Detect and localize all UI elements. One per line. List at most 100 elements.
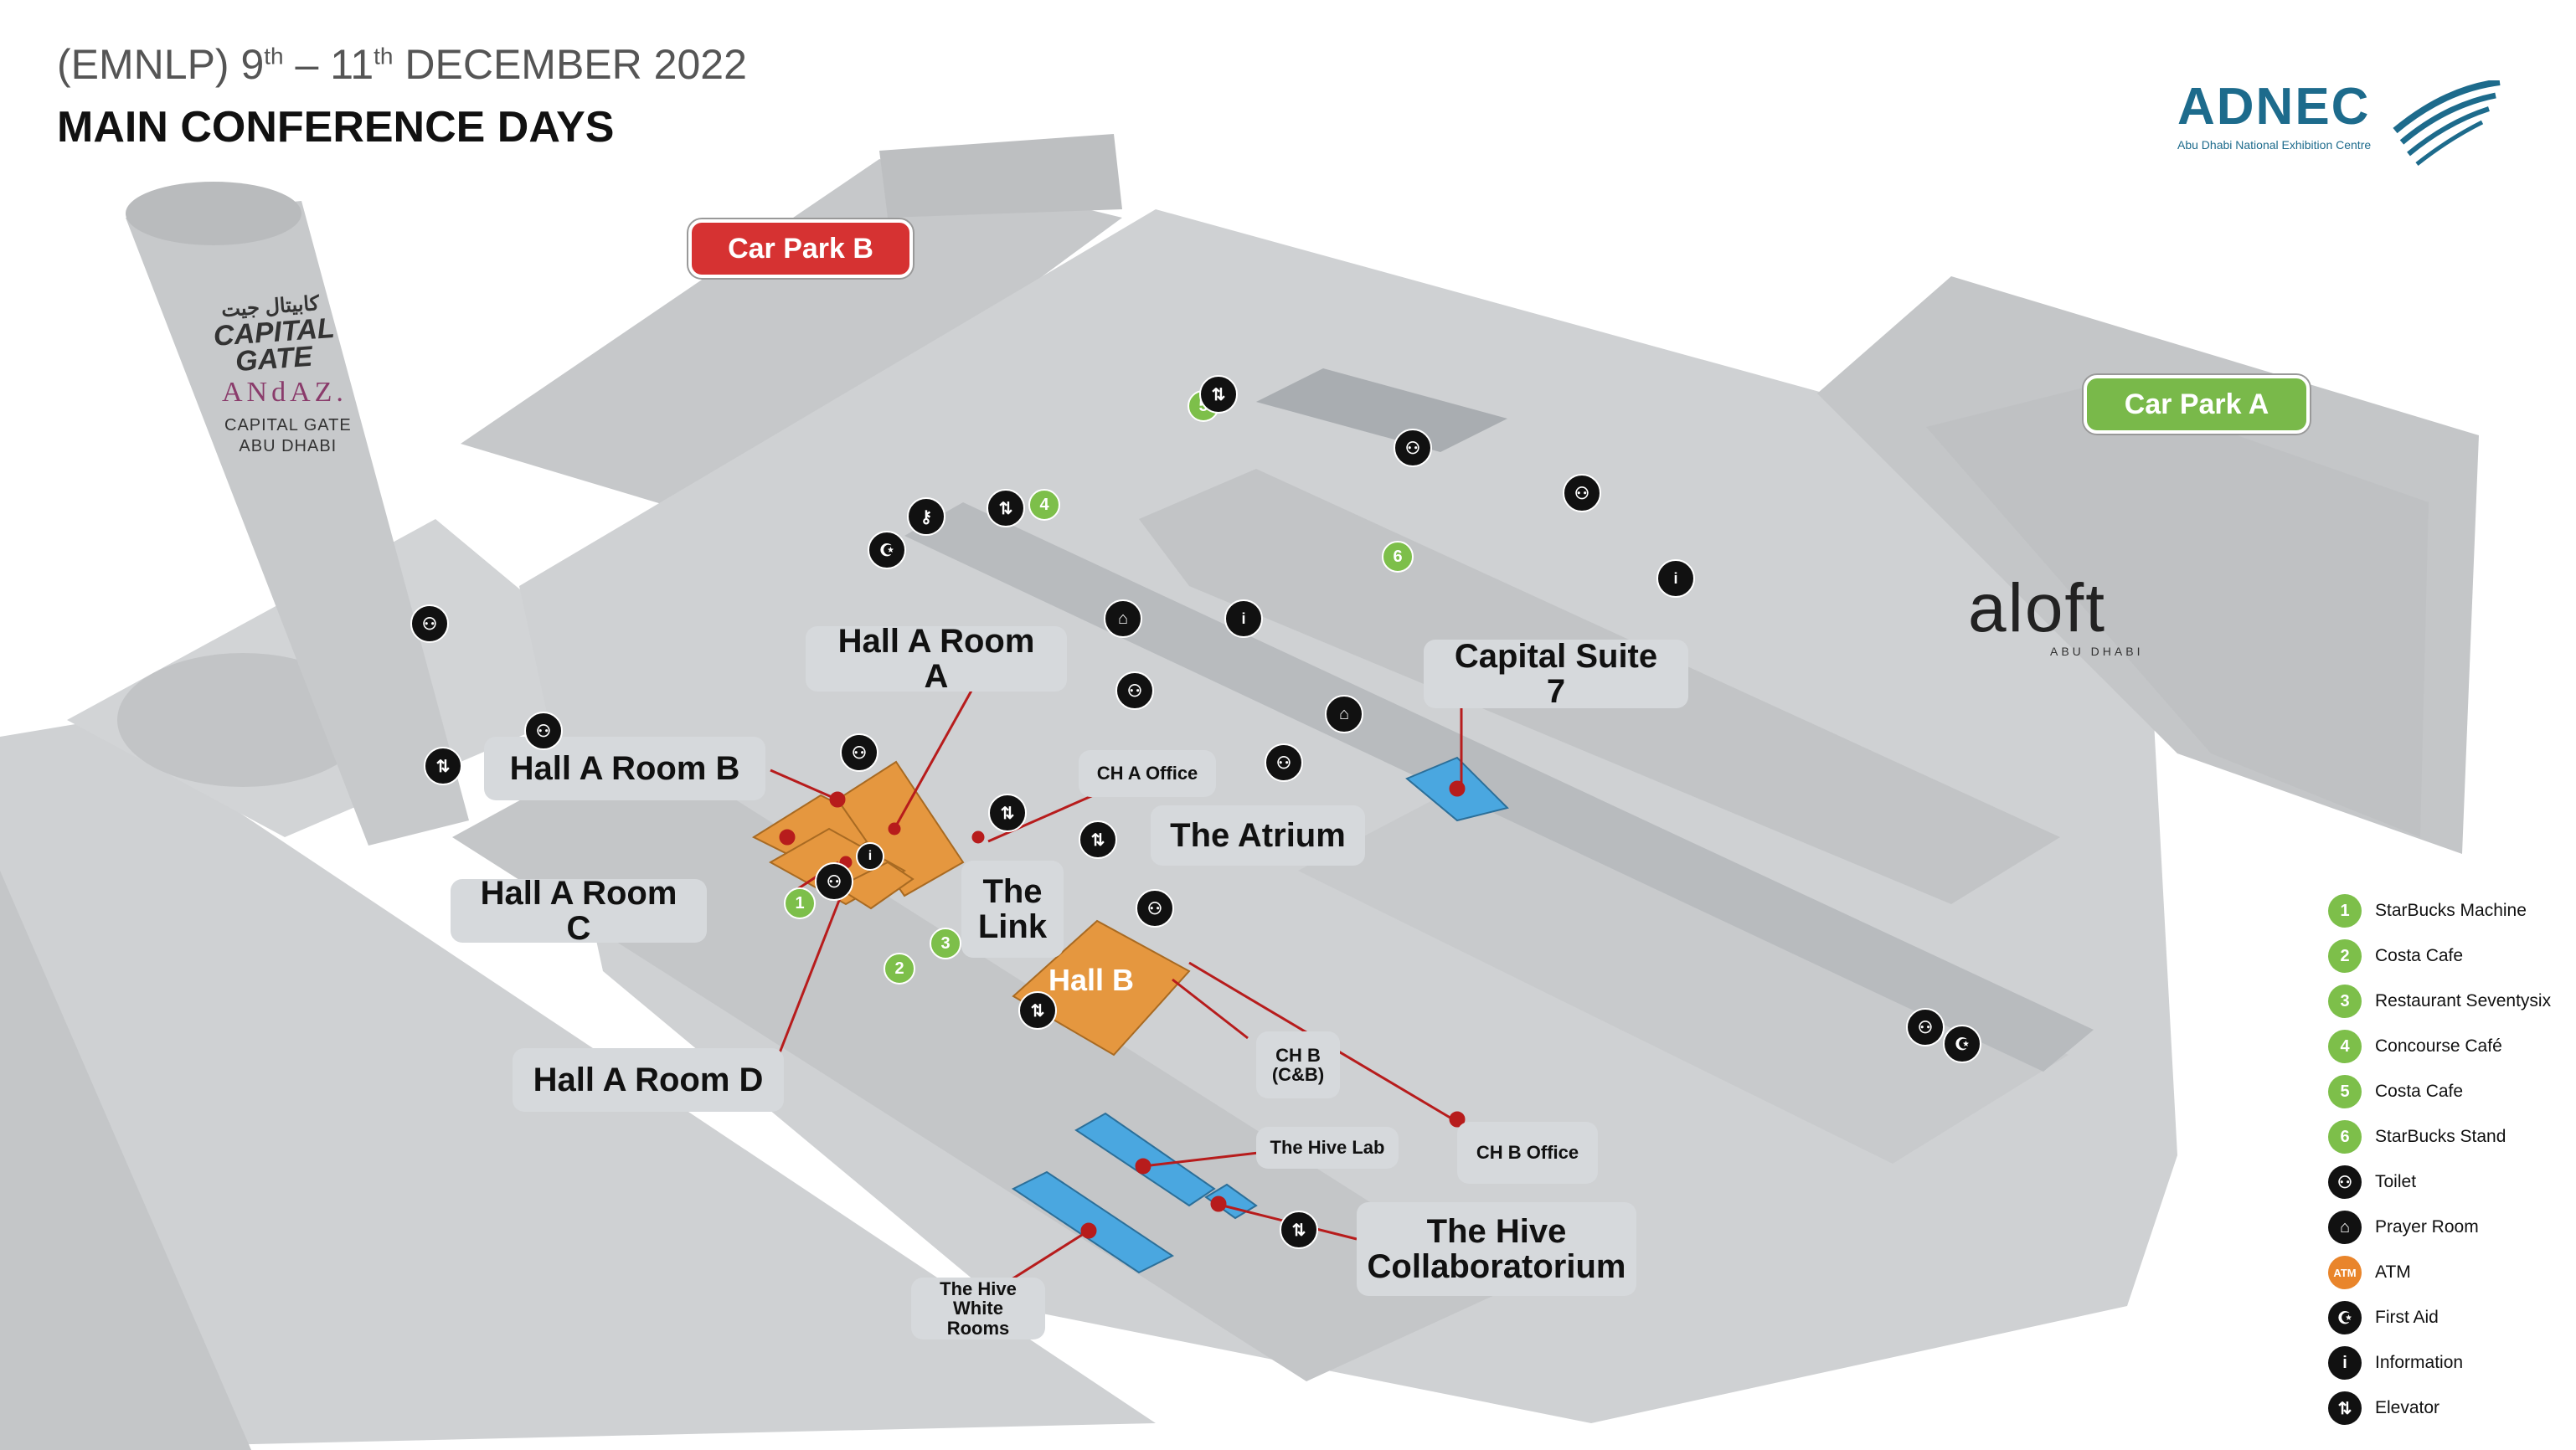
label-the-link-line2: Link bbox=[977, 908, 1048, 945]
adnec-subtitle: Abu Dhabi National Exhibition Centre bbox=[2177, 138, 2372, 152]
subtitle-sup-2: th bbox=[374, 43, 394, 69]
toilet-icon[interactable]: ⚇ bbox=[524, 712, 563, 750]
legend-label: StarBucks Stand bbox=[2375, 1127, 2506, 1146]
legend-label: First Aid bbox=[2375, 1308, 2439, 1327]
label-hive-collab-line2: Collaboratorium bbox=[1367, 1248, 1626, 1285]
toilet-icon[interactable]: ⚇ bbox=[1906, 1008, 1945, 1046]
label-hall-a-room-b[interactable]: Hall A Room B bbox=[484, 737, 765, 800]
adnec-swoosh-icon bbox=[2393, 80, 2501, 166]
car-park-a-label[interactable]: Car Park A bbox=[2084, 375, 2310, 434]
legend-number-icon: 5 bbox=[2328, 1075, 2362, 1108]
andaz-sub-line1: CAPITAL GATE bbox=[224, 416, 352, 434]
toilet-icon[interactable]: ⚇ bbox=[840, 733, 878, 772]
elevator-icon[interactable]: ⇅ bbox=[424, 747, 462, 785]
elevator-icon[interactable]: ⇅ bbox=[1199, 375, 1238, 414]
marker-6[interactable]: 6 bbox=[1382, 541, 1414, 573]
marker-2[interactable]: 2 bbox=[884, 953, 915, 985]
label-ch-b-line2: (C&B) bbox=[1271, 1064, 1325, 1085]
capital-gate-tower bbox=[126, 201, 469, 846]
event-subtitle: (EMNLP) 9th – 11th DECEMBER 2022 bbox=[57, 40, 747, 89]
andaz-sub-line2: ABU DHABI bbox=[239, 437, 337, 455]
aloft-block bbox=[1926, 385, 2429, 837]
prayer-room-icon[interactable]: ⌂ bbox=[1104, 599, 1142, 638]
label-ch-b-office[interactable]: CH B Office bbox=[1457, 1122, 1598, 1184]
elevator-icon[interactable]: ⇅ bbox=[1280, 1211, 1318, 1249]
toilet-icon[interactable]: ⚇ bbox=[1265, 743, 1303, 782]
label-hall-a-room-c[interactable]: Hall A Room C bbox=[451, 876, 707, 946]
label-hive-lab[interactable]: The Hive Lab bbox=[1256, 1127, 1399, 1169]
page-title: MAIN CONFERENCE DAYS bbox=[57, 103, 615, 152]
toilet-icon[interactable]: ⚇ bbox=[410, 604, 449, 643]
hall-b-area bbox=[1012, 919, 1191, 1057]
information-icon: i bbox=[2328, 1346, 2362, 1380]
information-icon[interactable]: i bbox=[856, 842, 884, 871]
legend-item: 5 Costa Cafe bbox=[2328, 1075, 2463, 1108]
prayer-room-icon: ⌂ bbox=[2328, 1211, 2362, 1244]
legend-number-icon: 6 bbox=[2328, 1120, 2362, 1154]
ground-slab-left bbox=[0, 871, 251, 1450]
adnec-logo: ADNEC Abu Dhabi National Exhibition Cent… bbox=[2177, 77, 2371, 152]
legend-item: ⇅Elevator bbox=[2328, 1391, 2439, 1425]
marker-1[interactable]: 1 bbox=[784, 887, 816, 919]
label-capital-suite-7[interactable]: Capital Suite 7 bbox=[1424, 639, 1688, 709]
legend-item: ☪ First Aid bbox=[2328, 1301, 2439, 1334]
label-ch-a-office[interactable]: CH A Office bbox=[1079, 750, 1216, 797]
hall-roof-right bbox=[1298, 779, 2069, 1164]
marker-3[interactable]: 3 bbox=[930, 928, 961, 959]
toilet-icon[interactable]: ⚇ bbox=[1115, 671, 1154, 710]
legend-label: Concourse Café bbox=[2375, 1036, 2502, 1056]
information-icon[interactable]: i bbox=[1656, 559, 1695, 598]
legend-item: 4 Concourse Café bbox=[2328, 1030, 2502, 1063]
first-aid-icon: ☪ bbox=[2328, 1301, 2362, 1334]
elevator-icon: ⇅ bbox=[2328, 1391, 2362, 1425]
toilet-icon[interactable]: ⚇ bbox=[1136, 889, 1174, 928]
label-the-atrium[interactable]: The Atrium bbox=[1151, 805, 1365, 866]
legend-label: Restaurant Seventysix bbox=[2375, 991, 2552, 1010]
label-hive-white-line1: The Hive bbox=[940, 1278, 1017, 1300]
label-ch-b[interactable]: CH B(C&B) bbox=[1256, 1031, 1340, 1098]
legend-number-icon: 4 bbox=[2328, 1030, 2362, 1063]
car-park-b-label[interactable]: Car Park B bbox=[688, 219, 913, 278]
lower-halls-strip bbox=[452, 737, 1507, 1381]
plaza-circle bbox=[117, 653, 368, 787]
aloft-subtitle: ABU DHABI bbox=[2050, 645, 2144, 658]
legend-number-icon: 3 bbox=[2328, 985, 2362, 1018]
label-hall-a-room-a[interactable]: Hall A Room A bbox=[806, 624, 1067, 694]
legend-label: Toilet bbox=[2375, 1172, 2417, 1191]
elevator-icon[interactable]: ⇅ bbox=[1079, 820, 1117, 859]
toilet-icon[interactable]: ⚇ bbox=[1394, 429, 1432, 467]
aloft-logo: aloft bbox=[1968, 570, 2106, 646]
atm-icon[interactable]: ⚷ bbox=[907, 497, 945, 536]
toilet-icon[interactable]: ⚇ bbox=[815, 862, 853, 901]
label-hall-b[interactable]: Hall B bbox=[1048, 963, 1135, 997]
legend-label: Costa Cafe bbox=[2375, 1082, 2464, 1101]
prayer-room-icon[interactable]: ⌂ bbox=[1325, 695, 1363, 733]
information-icon[interactable]: i bbox=[1224, 599, 1263, 638]
legend-item: ⌂Prayer Room bbox=[2328, 1211, 2479, 1244]
label-hall-a-room-d[interactable]: Hall A Room D bbox=[513, 1048, 784, 1112]
toilet-icon[interactable]: ⚇ bbox=[1563, 474, 1601, 512]
legend-item: 6 StarBucks Stand bbox=[2328, 1120, 2506, 1154]
label-ch-b-line1: CH B bbox=[1275, 1044, 1321, 1066]
subtitle-sup-1: th bbox=[264, 43, 284, 69]
first-aid-icon[interactable]: ☪ bbox=[868, 531, 906, 569]
elevator-icon[interactable]: ⇅ bbox=[987, 489, 1025, 527]
capital-gate-top bbox=[126, 182, 301, 245]
subtitle-suffix: DECEMBER 2022 bbox=[393, 41, 747, 88]
andaz-logo: ANdAZ. bbox=[222, 377, 348, 408]
elevator-icon[interactable]: ⇅ bbox=[1018, 991, 1057, 1030]
first-aid-icon[interactable]: ☪ bbox=[1943, 1025, 1981, 1063]
elevator-icon[interactable]: ⇅ bbox=[988, 794, 1027, 832]
atm-icon: ATM bbox=[2328, 1256, 2362, 1289]
marker-4[interactable]: 4 bbox=[1028, 489, 1060, 521]
adnec-wordmark: ADNEC bbox=[2177, 78, 2371, 136]
legend-label: Information bbox=[2375, 1353, 2464, 1372]
subtitle-dash: – 11 bbox=[283, 41, 374, 88]
label-the-link-line1: The bbox=[982, 873, 1043, 910]
